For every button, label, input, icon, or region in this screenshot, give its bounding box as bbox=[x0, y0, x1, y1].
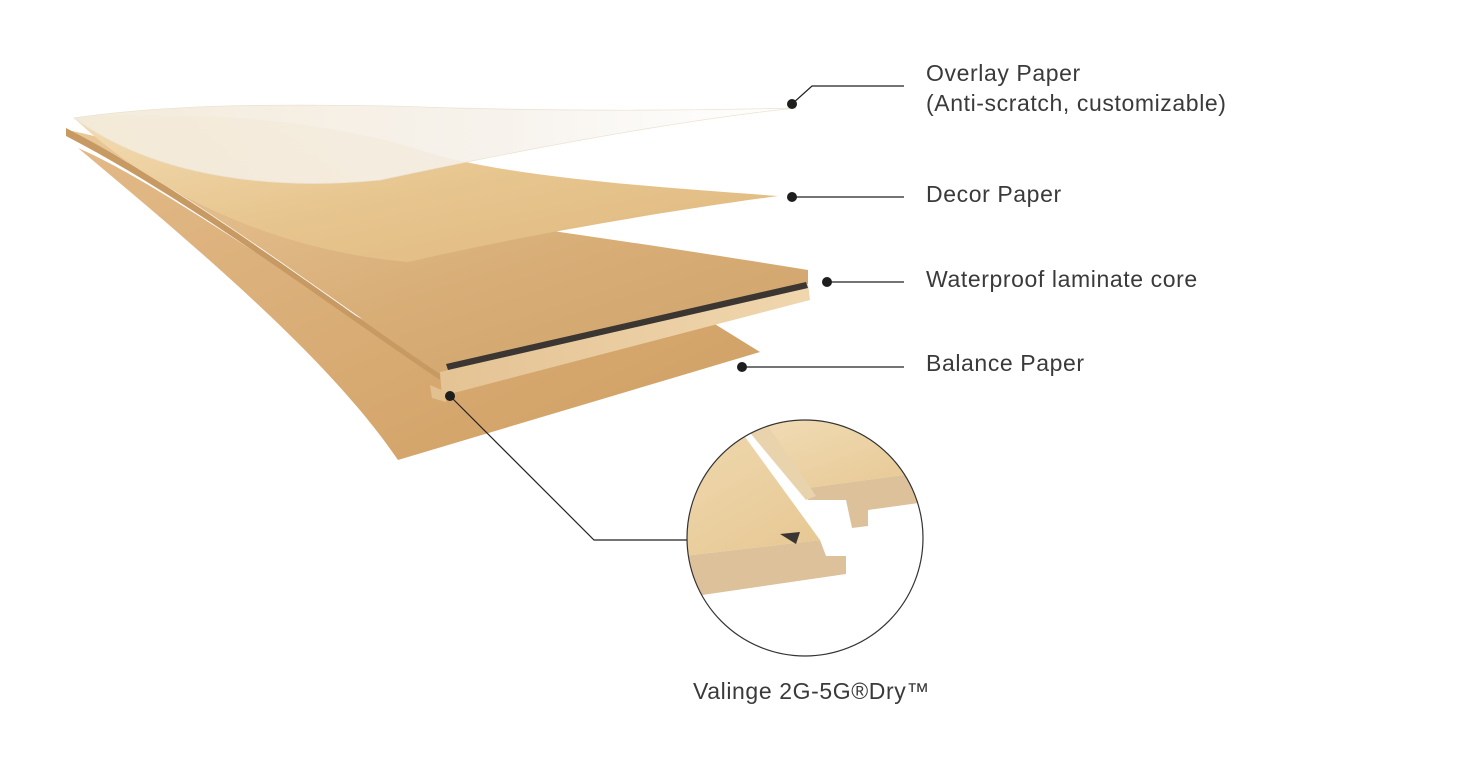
lock-detail-circle bbox=[686, 419, 924, 657]
leader-overlay bbox=[787, 85, 904, 109]
leader-lock-detail bbox=[445, 391, 688, 541]
laminate-core-tongue bbox=[430, 385, 446, 402]
overlay-paper-sheet bbox=[72, 104, 797, 184]
decor-paper-label: Decor Paper bbox=[926, 181, 1062, 207]
leader-decor bbox=[787, 192, 904, 202]
leader-balance bbox=[737, 362, 904, 372]
overlay-paper-title: Overlay Paper bbox=[926, 60, 1081, 86]
balance-paper-sheet bbox=[78, 148, 760, 460]
lock-system-caption: Valinge 2G-5G®Dry™ bbox=[693, 678, 930, 704]
overlay-paper-subtitle: (Anti-scratch, customizable) bbox=[926, 90, 1227, 116]
overlay-paper-label: Overlay Paper (Anti-scratch, customizabl… bbox=[926, 58, 1227, 118]
laminate-core-label: Waterproof laminate core bbox=[926, 266, 1198, 292]
laminate-core-edge bbox=[440, 284, 810, 396]
laminate-core-left-edge bbox=[66, 128, 440, 380]
balance-paper-label: Balance Paper bbox=[926, 350, 1085, 376]
laminate-core-gap bbox=[446, 282, 808, 370]
leader-core bbox=[822, 277, 904, 287]
